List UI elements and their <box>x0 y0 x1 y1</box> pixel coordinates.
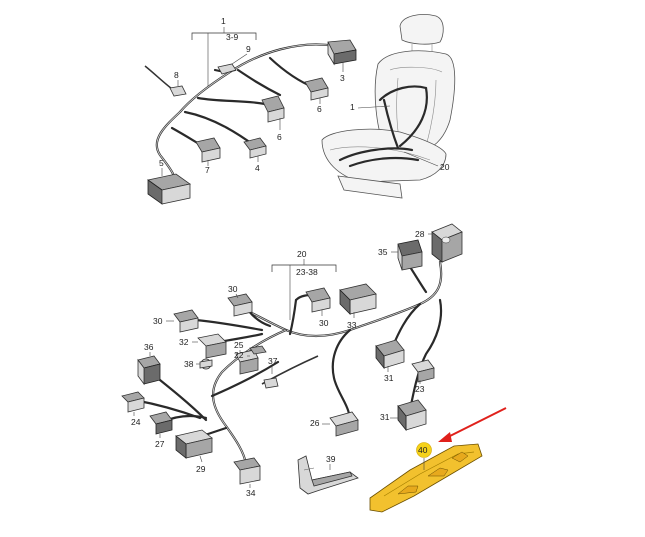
connector-27 <box>149 411 173 435</box>
connector-6-upper <box>304 77 329 101</box>
callout-26: 26 <box>310 418 320 428</box>
connector-30-left <box>227 293 253 317</box>
connector-35 <box>397 239 423 271</box>
callout-27: 27 <box>155 439 165 449</box>
bracket-39 <box>297 455 359 495</box>
callout-3: 3 <box>340 73 345 83</box>
connector-22 <box>249 345 267 355</box>
callout-38: 38 <box>184 359 194 369</box>
connector-34 <box>233 457 261 485</box>
callout-35: 35 <box>378 247 388 257</box>
connector-23 <box>411 359 435 383</box>
callout-29: 29 <box>196 464 206 474</box>
callout-34: 34 <box>246 488 256 498</box>
connector-32 <box>197 333 227 359</box>
callout-40: 40 <box>418 445 428 455</box>
callout-32: 32 <box>179 337 189 347</box>
connector-6-middle <box>261 95 285 123</box>
group-range-bottom: 23-38 <box>296 267 318 277</box>
callout-37: 37 <box>268 356 278 366</box>
connector-30-center <box>305 287 331 313</box>
callout-7: 7 <box>205 165 210 175</box>
group-number-bottom: 20 <box>297 249 307 259</box>
connector-4 <box>243 137 267 159</box>
callout-30-c: 30 <box>319 318 329 328</box>
connector-7 <box>195 137 221 163</box>
callout-40-badge <box>416 442 432 458</box>
connector-33 <box>339 283 377 315</box>
connector-28 <box>431 223 463 263</box>
connector-29 <box>175 429 213 459</box>
callout-30-a: 30 <box>228 284 238 294</box>
connector-24 <box>121 391 145 413</box>
callout-25: 25 <box>234 340 244 350</box>
callout-6-middle: 6 <box>277 132 282 142</box>
upper-harness: 1 3-9 3 9 8 <box>144 16 357 205</box>
group-range-top: 3-9 <box>226 32 239 42</box>
lower-harness: 20 23-38 28 <box>121 223 507 513</box>
callout-33: 33 <box>347 320 357 330</box>
callout-8: 8 <box>174 70 179 80</box>
group-bracket-top <box>191 32 257 40</box>
callout-30-b: 30 <box>153 316 163 326</box>
callout-4: 4 <box>255 163 260 173</box>
connector-31-lower <box>397 399 427 432</box>
callout-28: 28 <box>415 229 425 239</box>
callout-31-lower: 31 <box>380 412 390 422</box>
callout-39: 39 <box>326 454 336 464</box>
callout-22: 22 <box>234 350 244 360</box>
connector-3 <box>327 39 357 66</box>
connector-26 <box>329 411 359 437</box>
callout-20-seat: 20 <box>440 162 450 172</box>
connector-9 <box>217 63 237 75</box>
callout-23: 23 <box>415 384 425 394</box>
callout-9: 9 <box>246 44 251 54</box>
connector-36 <box>137 355 161 386</box>
callout-6-upper: 6 <box>317 104 322 114</box>
callout-1-seat: 1 <box>350 102 355 112</box>
callout-24: 24 <box>131 417 141 427</box>
pointer-arrow <box>438 407 507 442</box>
part-40-body <box>369 443 483 513</box>
callout-5: 5 <box>159 158 164 168</box>
seat-illustration: 1 20 <box>321 14 456 199</box>
connector-5 <box>147 173 191 205</box>
callout-31-upper: 31 <box>384 373 394 383</box>
connector-38 <box>199 358 213 370</box>
callout-36: 36 <box>144 342 154 352</box>
connector-31-upper <box>375 339 405 370</box>
highlighted-part-40 <box>369 443 483 513</box>
connector-30-farleft <box>173 309 199 333</box>
group-number-top: 1 <box>221 16 226 26</box>
